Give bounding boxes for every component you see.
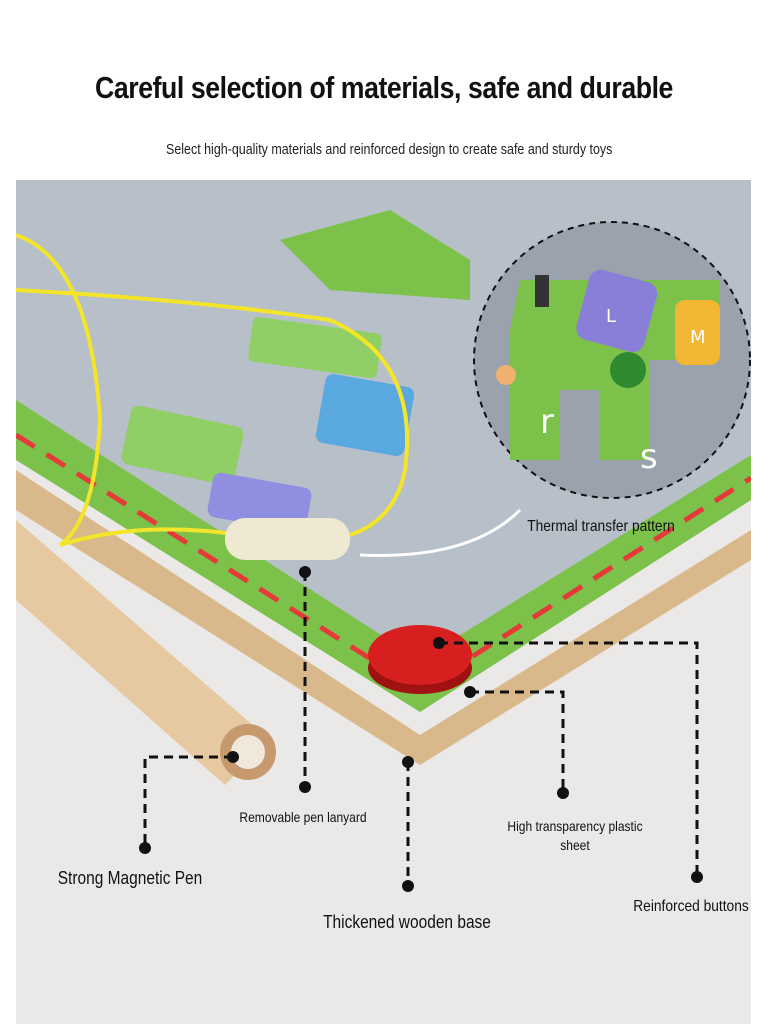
magnetic-pen (16, 520, 270, 785)
callout-lines (143, 572, 699, 886)
page-title: Careful selection of materials, safe and… (95, 70, 673, 105)
callout-plastic-sheet: High transparency plastic sheet (507, 817, 642, 855)
callout-wooden-base: Thickened wooden base (323, 912, 491, 932)
callout-reinforced-buttons: Reinforced buttons (633, 898, 749, 915)
product-photo: r s L M (16, 180, 751, 1024)
car-letter-l: L (606, 306, 616, 327)
callout-magnetic-pen: Strong Magnetic Pen (57, 868, 203, 888)
inset-letter-r: r (540, 402, 554, 442)
inset-letter-s: s (640, 437, 658, 477)
page-subtitle: Select high-quality materials and reinfo… (166, 142, 613, 158)
callout-pen-lanyard: Removable pen lanyard (239, 809, 367, 825)
callout-plastic-line1: High transparency plastic (507, 818, 643, 834)
callout-thermal-transfer: Thermal transfer pattern (527, 518, 675, 535)
pen-lanyard (16, 233, 410, 547)
callout-plastic-line2: sheet (560, 837, 590, 853)
thermal-pattern-inset: r s L M (473, 221, 751, 499)
red-button (368, 625, 472, 685)
callout-dots (139, 566, 703, 892)
car-letter-m: M (690, 327, 706, 348)
